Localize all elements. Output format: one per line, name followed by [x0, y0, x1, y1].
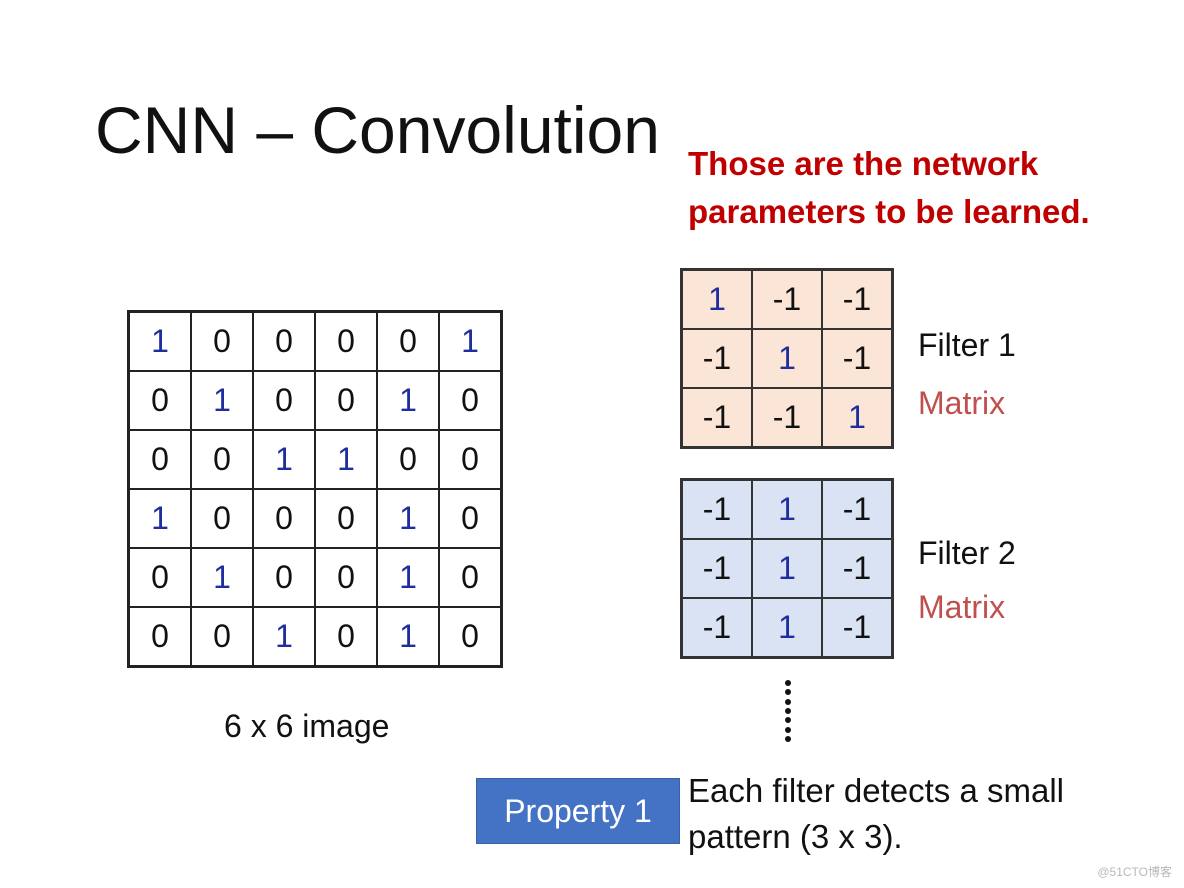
image-matrix-cell: 0 [191, 607, 253, 666]
image-matrix-cell: 0 [191, 312, 253, 371]
image-matrix-cell: 1 [253, 607, 315, 666]
image-matrix-cell: 1 [439, 312, 501, 371]
filter1-matrix-cell: -1 [682, 388, 752, 447]
image-caption: 6 x 6 image [224, 708, 390, 744]
filter2-matrix-cell: -1 [682, 480, 752, 539]
image-matrix-cell: 0 [315, 312, 377, 371]
filter2-matrix-cell: -1 [682, 539, 752, 598]
filter2-matrix-cell: -1 [682, 598, 752, 657]
filter2-matrix-cell: 1 [752, 598, 822, 657]
image-matrix-cell: 0 [315, 548, 377, 607]
image-matrix-cell: 0 [129, 430, 191, 489]
image-matrix-cell: 0 [129, 371, 191, 430]
slide-title: CNN – Convolution [95, 93, 660, 167]
image-matrix-cell: 0 [129, 548, 191, 607]
image-matrix-cell: 0 [315, 489, 377, 548]
image-matrix-cell: 1 [191, 371, 253, 430]
image-matrix-cell: 1 [377, 371, 439, 430]
image-matrix-cell: 0 [377, 312, 439, 371]
filter1-matrix-cell: 1 [682, 270, 752, 329]
filter2-matrix-cell: -1 [822, 598, 892, 657]
image-matrix-cell: 0 [253, 489, 315, 548]
image-matrix-cell: 1 [129, 489, 191, 548]
watermark: @51CTO博客 [1097, 865, 1172, 879]
image-matrix-cell: 1 [377, 607, 439, 666]
parameters-note-line1: Those are the network [688, 145, 1039, 182]
filter1-matrix-cell: -1 [822, 329, 892, 388]
filter2-matrix-cell: -1 [822, 480, 892, 539]
parameters-note: Those are the network parameters to be l… [688, 140, 1090, 236]
image-matrix-cell: 0 [129, 607, 191, 666]
property-description-line2: pattern (3 x 3). [688, 818, 903, 855]
image-matrix-cell: 0 [377, 430, 439, 489]
filter2-matrix-cell: 1 [752, 539, 822, 598]
image-matrix-cell: 0 [253, 371, 315, 430]
property-badge: Property 1 [476, 778, 680, 844]
image-matrix-cell: 1 [315, 430, 377, 489]
filter1-matrix-cell: 1 [752, 329, 822, 388]
image-matrix-cell: 0 [439, 607, 501, 666]
image-matrix-cell: 0 [191, 430, 253, 489]
filter1-matrix-cell: -1 [822, 270, 892, 329]
image-matrix-cell: 0 [439, 371, 501, 430]
image-matrix-cell: 0 [253, 312, 315, 371]
filter1-matrix-cell: 1 [822, 388, 892, 447]
filter1-matrix-cell: -1 [752, 388, 822, 447]
image-matrix-cell: 0 [439, 548, 501, 607]
parameters-note-line2: parameters to be learned. [688, 193, 1090, 230]
filter1-label: Filter 1 [918, 327, 1016, 363]
image-matrix-cell: 1 [253, 430, 315, 489]
filter2-matrix-cell: 1 [752, 480, 822, 539]
filter2-matrix-label: Matrix [918, 589, 1006, 625]
image-matrix-cell: 1 [377, 548, 439, 607]
property-description-line1: Each filter detects a small [688, 772, 1064, 809]
ellipsis-dots-icon [783, 680, 793, 742]
filter1-matrix-label: Matrix [918, 385, 1006, 421]
image-matrix-cell: 0 [315, 371, 377, 430]
property-description: Each filter detects a small pattern (3 x… [688, 768, 1064, 860]
image-matrix-cell: 0 [253, 548, 315, 607]
image-matrix-cell: 0 [439, 489, 501, 548]
filter2-label: Filter 2 [918, 535, 1016, 571]
image-matrix-cell: 0 [191, 489, 253, 548]
filter2-matrix-cell: -1 [822, 539, 892, 598]
filter1-matrix-cell: -1 [752, 270, 822, 329]
image-matrix-cell: 1 [129, 312, 191, 371]
image-matrix-cell: 0 [439, 430, 501, 489]
image-matrix-cell: 1 [191, 548, 253, 607]
filter1-matrix-cell: -1 [682, 329, 752, 388]
image-matrix-cell: 1 [377, 489, 439, 548]
image-matrix-cell: 0 [315, 607, 377, 666]
